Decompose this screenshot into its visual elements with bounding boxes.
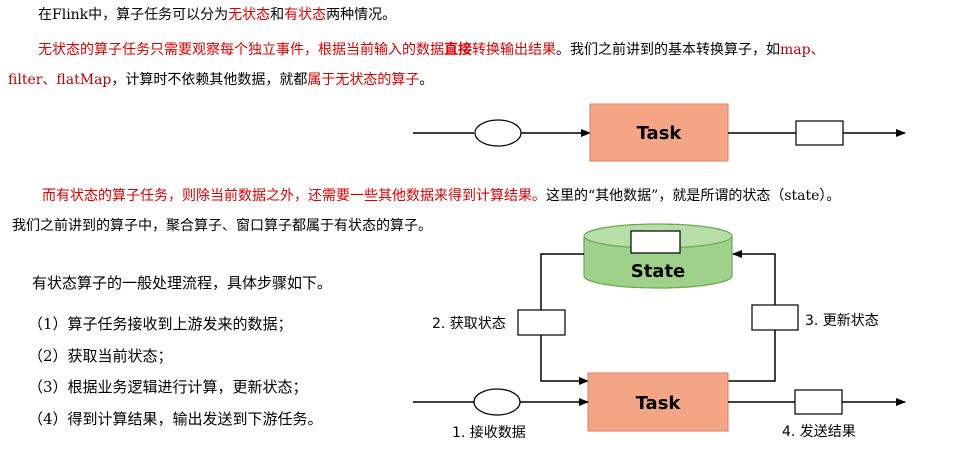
receive-data-label: 1. 接收数据: [452, 424, 526, 441]
step-item: （1）算子任务接收到上游发来的数据；: [28, 315, 293, 333]
stateful-task-label: Task: [636, 393, 682, 414]
output-event-box: [795, 120, 844, 146]
step-item: （2）获取当前状态；: [28, 347, 173, 365]
update-state-box: [751, 304, 799, 331]
stateful-diagram: State 2. 获取状态 3. 更新状态 Task 1. 接收数据 4. 发送…: [413, 223, 906, 441]
send-result-label: 4. 发送结果: [782, 424, 856, 440]
input-event-ellipse: [474, 119, 522, 147]
paragraph-stateful-line1: 而有状态的算子任务，则除当前数据之外，还需要一些其他数据来得到计算结果。这里的“…: [42, 188, 841, 204]
stateful-output-box: [794, 389, 843, 415]
highlight-stateful: 有状态: [284, 7, 327, 23]
state-cylinder-body: [583, 236, 733, 289]
update-state-label: 3. 更新状态: [805, 313, 879, 329]
state-cylinder: State: [583, 223, 733, 289]
steps-intro: 有状态算子的一般处理流程，具体步骤如下。: [32, 274, 333, 292]
stateful-task-box: [587, 372, 729, 432]
step-item: （3）根据业务逻辑进行计算，更新状态；: [28, 378, 308, 396]
highlight-stateless: 无状态: [228, 7, 271, 23]
stateless-diagram: Task: [413, 103, 906, 162]
task-box: [589, 103, 729, 162]
paragraph-intro: 在Flink中，算子任务可以分为无状态和有状态两种情况。: [38, 7, 397, 23]
stateful-input-ellipse: [473, 388, 521, 416]
get-state-label: 2. 获取状态: [432, 316, 506, 332]
step-item: （4）得到计算结果，输出发送到下游任务。: [28, 410, 323, 428]
state-label: State: [631, 261, 686, 282]
get-state-box: [517, 309, 566, 336]
paragraph-stateless-line1: 无状态的算子任务只需要观察每个独立事件，根据当前输入的数据直接转换输出结果。我们…: [38, 42, 825, 58]
state-data-box: [630, 230, 681, 254]
paragraph-stateful-line2: 我们之前讲到的算子中，聚合算子、窗口算子都属于有状态的算子。: [12, 218, 432, 234]
task-label: Task: [637, 123, 683, 144]
paragraph-stateless-line2: filter、flatMap，计算时不依赖其他数据，就都属于无状态的算子。: [8, 72, 434, 88]
